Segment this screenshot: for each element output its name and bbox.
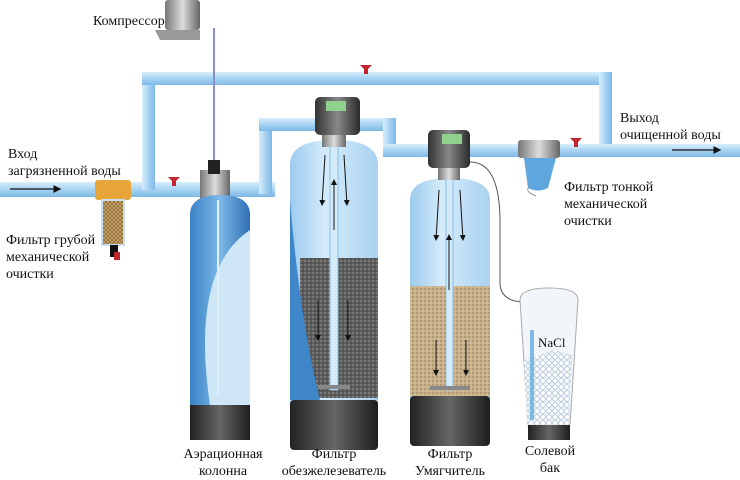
softener-label-line: Умягчитель: [415, 464, 485, 479]
valve-icon[interactable]: [570, 138, 582, 147]
iron-removal-filter: [290, 97, 378, 450]
fine-filter-label: Фильтр тонкой механической очистки: [564, 179, 653, 230]
iron-filter-label: Фильтр обезжелезеватель: [264, 446, 404, 480]
fine-filter: [518, 140, 560, 197]
coarse-filter-label-line: механической: [6, 250, 90, 265]
coarse-filter-label-line: Фильтр грубой: [6, 233, 96, 248]
outlet-label-line: очищенной воды: [620, 128, 721, 143]
aeration-column-label-line: колонна: [198, 464, 248, 479]
pipe-network: [0, 72, 740, 197]
salt-tank-label-line: бак: [539, 461, 561, 476]
fine-filter-label-line: механической: [564, 197, 648, 212]
iron-filter-label-line: обезжелезеватель: [281, 464, 387, 479]
outlet-label-line: Выход: [620, 111, 659, 126]
coarse-filter-label: Фильтр грубой механической очистки: [6, 232, 95, 283]
aeration-column-label: Аэрационная колонна: [168, 446, 278, 480]
fine-filter-label-line: Фильтр тонкой: [564, 180, 654, 195]
fine-filter-label-line: очистки: [564, 214, 612, 229]
valve-icon[interactable]: [168, 177, 180, 186]
inlet-label-line: загрязненной воды: [8, 164, 121, 179]
iron-filter-label-line: Фильтр: [311, 447, 357, 462]
compressor-label: Компрессор: [93, 14, 165, 29]
coarse-filter-label-line: очистки: [6, 267, 54, 282]
inlet-label: Вход загрязненной воды: [8, 146, 121, 180]
valve-icon[interactable]: [360, 65, 372, 74]
softener-label-line: Фильтр: [427, 447, 473, 462]
coarse-filter: [95, 180, 131, 260]
softener-filter: [410, 130, 526, 446]
salt-tank-label: Солевой бак: [515, 443, 585, 477]
aeration-column: [190, 160, 250, 440]
aeration-column-label-line: Аэрационная: [183, 447, 263, 462]
salt-tank: [519, 287, 579, 440]
inlet-label-line: Вход: [8, 147, 38, 162]
salt-label: NaCl: [538, 335, 566, 350]
compressor-icon: [155, 0, 215, 165]
salt-tank-label-line: Солевой: [524, 444, 576, 459]
outlet-label: Выход очищенной воды: [620, 110, 721, 144]
